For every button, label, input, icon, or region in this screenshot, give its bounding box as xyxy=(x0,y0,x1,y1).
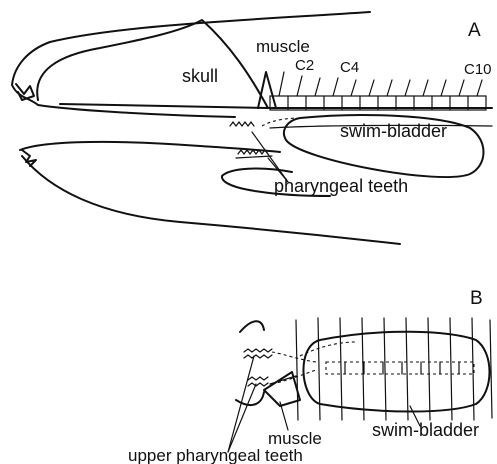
label-swim-bladder-a: swim-bladder xyxy=(340,121,447,141)
panel-b-letter: B xyxy=(470,288,483,309)
skull-outline xyxy=(37,20,268,108)
muscle-a xyxy=(258,72,276,108)
panel-a-letter: A xyxy=(468,20,481,41)
pharyngeal-teeth-upper-a xyxy=(230,122,254,126)
upper-head-outline xyxy=(12,12,370,117)
label-skull: skull xyxy=(182,66,218,86)
label-swim-bladder-b: swim-bladder xyxy=(372,420,479,440)
panel-b: B xyxy=(128,288,492,464)
label-pharyngeal-teeth: pharyngeal teeth xyxy=(274,176,408,196)
label-upper-pharyngeal-teeth: upper pharyngeal teeth xyxy=(128,446,303,464)
swim-bladder-b xyxy=(303,332,489,412)
pointer-teeth-b-1 xyxy=(228,356,254,452)
label-c4: C4 xyxy=(340,59,359,76)
panel-a: A xyxy=(12,12,492,244)
label-muscle-a: muscle xyxy=(256,37,310,56)
pointer-teeth-b-2 xyxy=(228,384,256,452)
pointer-muscle-b xyxy=(280,402,288,430)
label-c10: C10 xyxy=(464,61,492,78)
label-c2: C2 xyxy=(295,57,314,74)
head-outline-b xyxy=(240,321,264,332)
muscle-b xyxy=(264,372,300,406)
ventral-outline xyxy=(22,156,400,244)
vertebrae-row-a xyxy=(270,72,486,110)
vertebrae-row-b xyxy=(326,362,474,374)
